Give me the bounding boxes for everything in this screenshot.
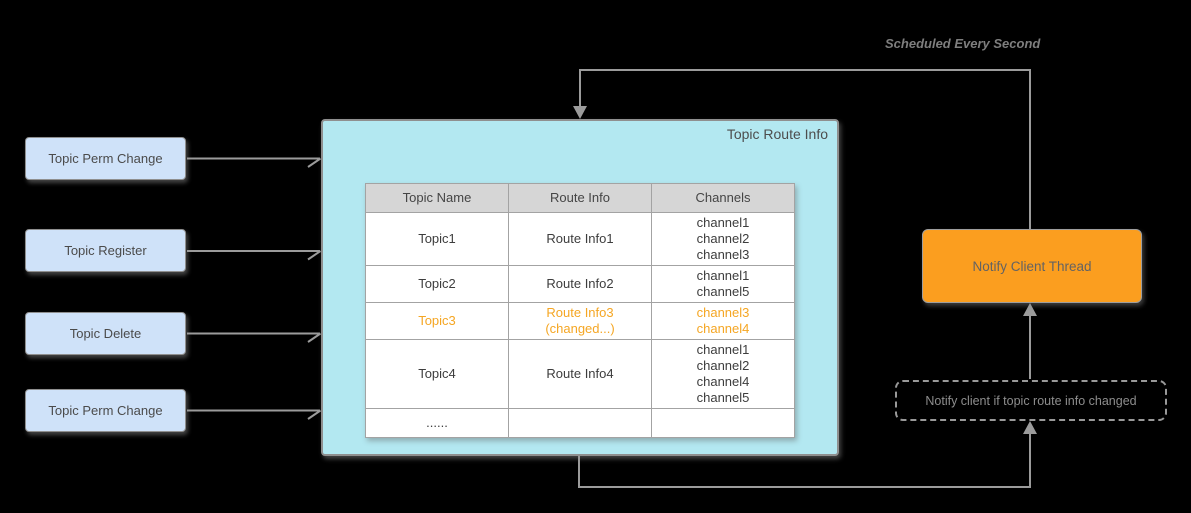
node-topic-delete: Topic Delete [25, 312, 186, 355]
node-topic-perm-change-1: Topic Perm Change [25, 137, 186, 180]
arrowhead-up-icon [1023, 303, 1037, 316]
node-label: Topic Perm Change [48, 151, 163, 166]
event-arrow-3 [187, 332, 322, 343]
arrowhead-up-icon [1023, 421, 1037, 434]
event-arrow-2 [187, 250, 322, 261]
table-cell: Route Info1 [508, 212, 652, 266]
scheduled-every-second-label: Scheduled Every Second [885, 36, 1041, 51]
table-row: ...... [365, 408, 795, 438]
scheduled-connector [573, 69, 1031, 229]
table-cell: ...... [365, 408, 509, 438]
node-label: Topic Register [64, 243, 147, 258]
notify-path-connector [578, 421, 1037, 488]
node-label: Notify Client Thread [972, 258, 1092, 274]
event-arrow-4 [187, 409, 322, 420]
table-cell [508, 408, 652, 438]
node-topic-register: Topic Register [25, 229, 186, 272]
table-cell: Route Info3(changed...) [508, 302, 652, 340]
table-cell: Route Info2 [508, 265, 652, 303]
table-cell [651, 408, 795, 438]
table-header-cell: Channels [651, 183, 795, 213]
panel-title: Topic Route Info [726, 126, 828, 142]
arrowhead-down-icon [573, 106, 587, 119]
event-arrow-1 [187, 157, 322, 168]
annotation-to-notify-connector [1023, 303, 1037, 379]
table-cell: Topic2 [365, 265, 509, 303]
table-cell: Topic1 [365, 212, 509, 266]
notify-client-thread-node: Notify Client Thread [922, 229, 1142, 303]
table-header-cell: Topic Name [365, 183, 509, 213]
notify-annotation-box: Notify client if topic route info change… [895, 380, 1167, 421]
table-cell: Route Info4 [508, 339, 652, 409]
table-cell: Topic3 [365, 302, 509, 340]
node-label: Topic Delete [69, 326, 142, 341]
annotation-label: Notify client if topic route info change… [925, 393, 1137, 408]
node-topic-perm-change-2: Topic Perm Change [25, 389, 186, 432]
table-cell: Topic4 [365, 339, 509, 409]
node-label: Topic Perm Change [48, 403, 163, 418]
table-header-cell: Route Info [508, 183, 652, 213]
